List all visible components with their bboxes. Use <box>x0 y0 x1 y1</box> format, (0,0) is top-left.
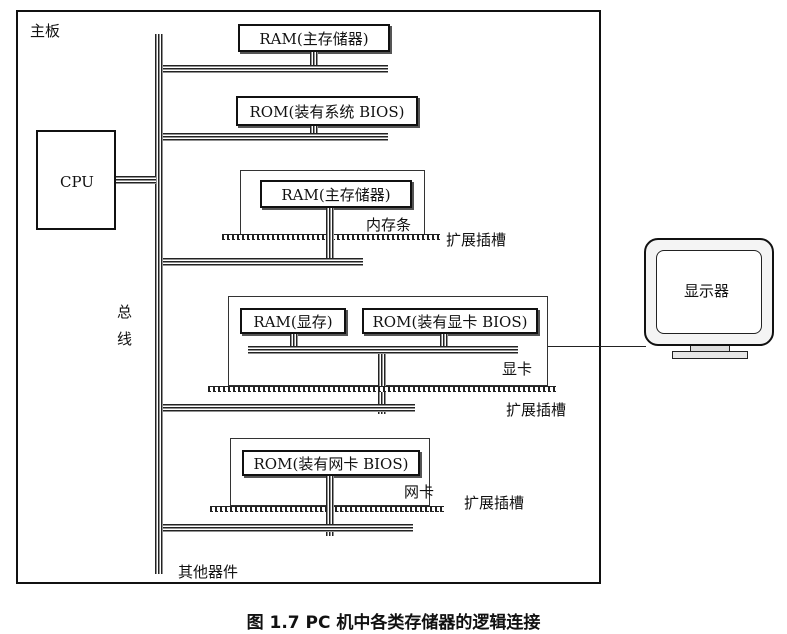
monitor-screen <box>656 250 762 334</box>
video-card-bus <box>163 404 415 412</box>
video-card-slot <box>208 386 556 392</box>
ram-main-chip: RAM(主存储器) <box>238 24 390 52</box>
vram-link <box>290 334 298 350</box>
video-card-link <box>378 354 386 414</box>
ram-main-bus <box>163 65 388 73</box>
other-devices-label: 其他器件 <box>178 563 239 581</box>
monitor-label: 显示器 <box>684 282 730 300</box>
figure-caption: 图 1.7 PC 机中各类存储器的逻辑连接 <box>246 613 541 633</box>
rom-bios-bus <box>163 133 388 141</box>
network-card-bus <box>163 524 413 532</box>
cpu-box <box>36 130 116 230</box>
network-bios-rom-chip: ROM(装有网卡 BIOS) <box>242 450 420 476</box>
video-output-cable <box>548 346 646 347</box>
motherboard-label: 主板 <box>30 22 61 40</box>
bus-label-zong: 总 <box>117 303 133 321</box>
memory-module-label: 内存条 <box>366 216 412 234</box>
monitor-base <box>672 351 748 359</box>
video-card-internal-bus <box>248 346 518 354</box>
vram-chip: RAM(显存) <box>240 308 346 334</box>
rom-system-bios-chip: ROM(装有系统 BIOS) <box>236 96 418 126</box>
memory-module-bus <box>163 258 363 266</box>
video-card-label: 显卡 <box>502 360 533 378</box>
video-bios-rom-chip: ROM(装有显卡 BIOS) <box>362 308 538 334</box>
video-rom-link <box>440 334 448 350</box>
network-card-slot-label: 扩展插槽 <box>464 494 525 512</box>
bus-label-xian: 线 <box>117 330 133 348</box>
memory-module-ram-chip: RAM(主存储器) <box>260 180 412 208</box>
network-card-label: 网卡 <box>404 483 435 501</box>
network-card-link <box>326 476 334 536</box>
ram-main-link <box>310 52 318 72</box>
memory-module-link <box>326 208 334 264</box>
video-card-slot-label: 扩展插槽 <box>506 401 567 419</box>
cpu-label: CPU <box>60 173 94 191</box>
system-bus <box>155 34 163 574</box>
cpu-bus-link <box>116 176 156 184</box>
memory-module-slot-label: 扩展插槽 <box>446 231 507 249</box>
